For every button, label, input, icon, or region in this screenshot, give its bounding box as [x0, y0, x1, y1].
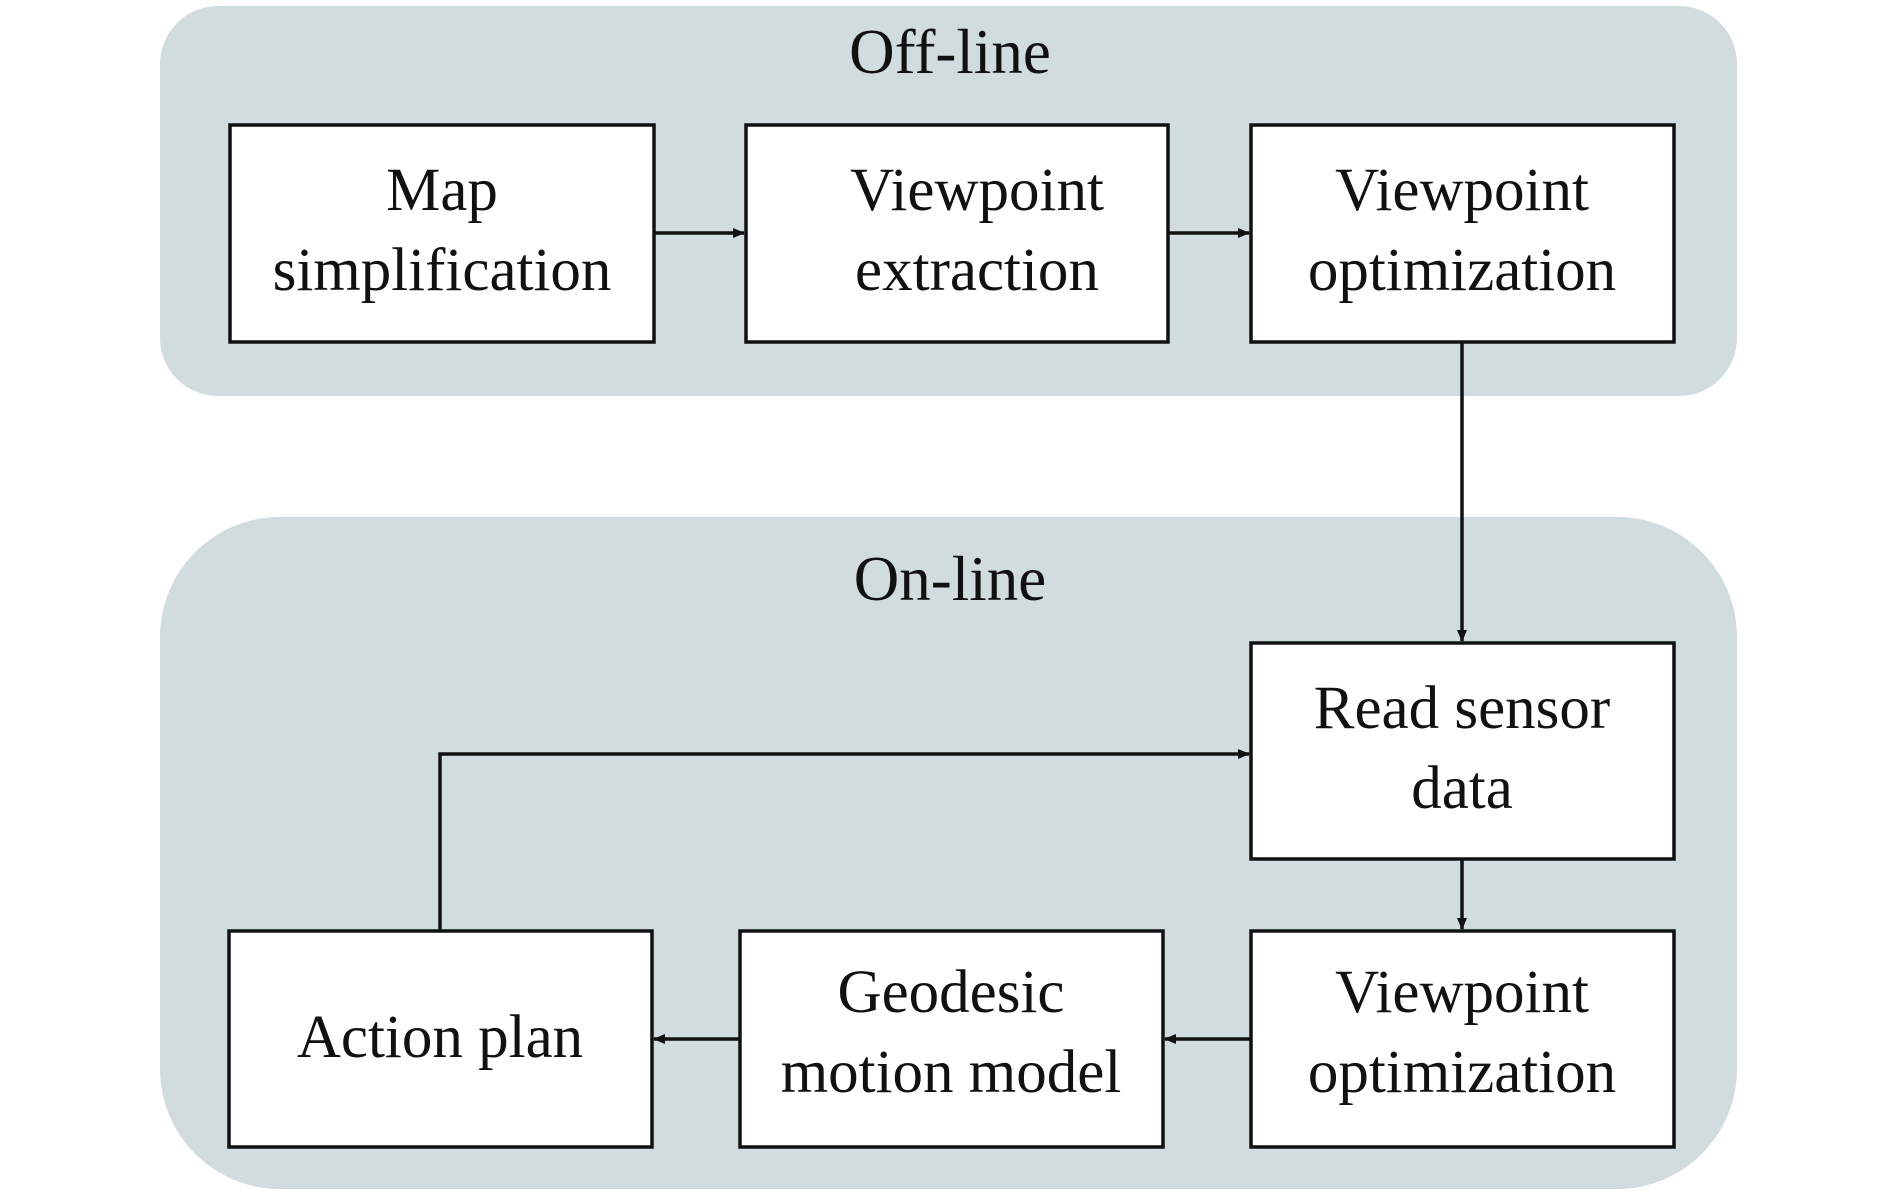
map-simplification-node: Map simplification	[228, 123, 656, 344]
node-label: motion model	[781, 1039, 1122, 1106]
node-label: optimization	[1308, 237, 1616, 304]
offline-panel-title: Off-line	[849, 17, 1051, 87]
online-panel-title: On-line	[854, 544, 1046, 614]
viewpoint-optimization-offline-node: Viewpoint optimization	[1249, 123, 1676, 344]
action-plan-node: Action plan	[227, 929, 654, 1149]
node-label: optimization	[1308, 1039, 1616, 1106]
read-sensor-data-node: Read sensor data	[1249, 641, 1676, 861]
node-label: Read sensor	[1314, 675, 1610, 742]
node-label: Viewpoint	[1335, 157, 1589, 224]
node-label: extraction	[855, 237, 1099, 304]
node-label: data	[1411, 755, 1513, 822]
node-label: Geodesic	[838, 959, 1065, 1026]
viewpoint-optimization-online-node: Viewpoint optimization	[1249, 929, 1676, 1149]
geodesic-motion-model-node: Geodesic motion model	[738, 929, 1165, 1149]
node-label: Viewpoint	[850, 157, 1104, 224]
edge-action-to-sensor	[438, 749, 1250, 931]
viewpoint-extraction-node: Viewpoint extraction	[744, 123, 1170, 344]
node-label: Map	[386, 157, 498, 224]
node-label: simplification	[273, 237, 612, 304]
node-label: Action plan	[297, 1004, 583, 1071]
node-label: Viewpoint	[1335, 959, 1589, 1026]
